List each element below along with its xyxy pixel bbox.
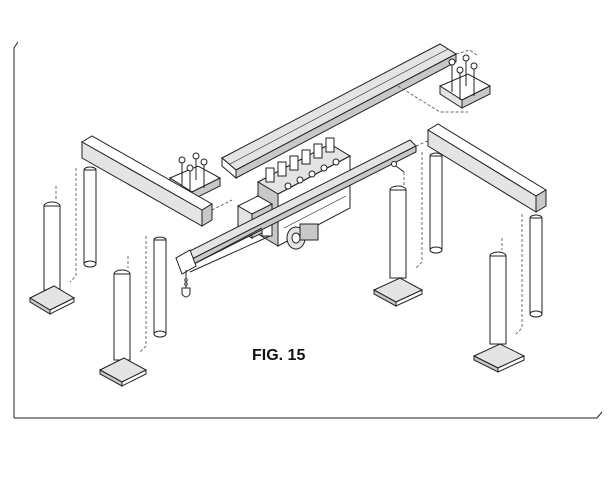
post-front-left-mid bbox=[139, 236, 167, 353]
hoist-motor bbox=[286, 223, 319, 250]
post-right-back bbox=[415, 152, 443, 269]
post-right-back-base bbox=[372, 185, 424, 307]
post-far-left bbox=[69, 166, 97, 283]
beam-left bbox=[81, 135, 233, 227]
beam-right bbox=[427, 123, 547, 213]
jib-arm bbox=[175, 139, 431, 275]
post-left-base bbox=[28, 186, 76, 315]
post-front-left-base bbox=[98, 256, 148, 387]
hook-chain bbox=[181, 270, 191, 298]
top-rail bbox=[221, 43, 479, 180]
post-right-front-base bbox=[472, 238, 526, 373]
frame-border bbox=[13, 41, 603, 419]
nut-column-row-1 bbox=[265, 137, 335, 183]
post-right-front bbox=[515, 214, 543, 335]
mounting-plate-right bbox=[397, 54, 492, 113]
fastener bbox=[391, 161, 405, 186]
mounting-plate-left bbox=[168, 152, 222, 201]
figure-label: FIG. 15 bbox=[252, 347, 305, 364]
